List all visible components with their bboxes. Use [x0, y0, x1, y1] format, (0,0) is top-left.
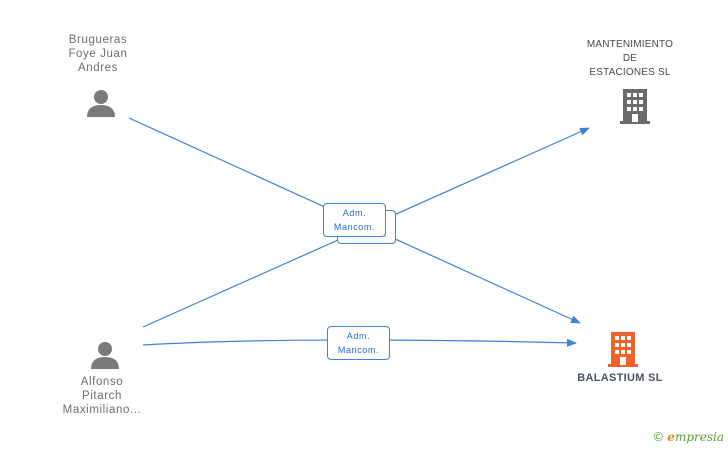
edge-label-person1-balastium[interactable]: Adm. Mancom. — [323, 203, 386, 237]
person-icon[interactable] — [90, 340, 120, 370]
building-icon[interactable] — [619, 88, 651, 124]
brand-logo: ©empresia — [652, 430, 724, 444]
company-name-balastium[interactable]: BALASTIUM SL — [577, 372, 663, 384]
building-icon[interactable] — [607, 331, 639, 367]
person-name-brugueras[interactable]: Brugueras Foye Juan Andres — [68, 34, 128, 74]
person-icon[interactable] — [86, 88, 116, 118]
person-name-alfonso[interactable]: Alfonso Pitarch Maximiliano... — [62, 376, 142, 416]
edge-label-person2-balastium[interactable]: Adm. Mancom. — [327, 326, 390, 360]
company-name-mantenimiento[interactable]: MANTENIMIENTO DE ESTACIONES SL — [586, 39, 674, 78]
